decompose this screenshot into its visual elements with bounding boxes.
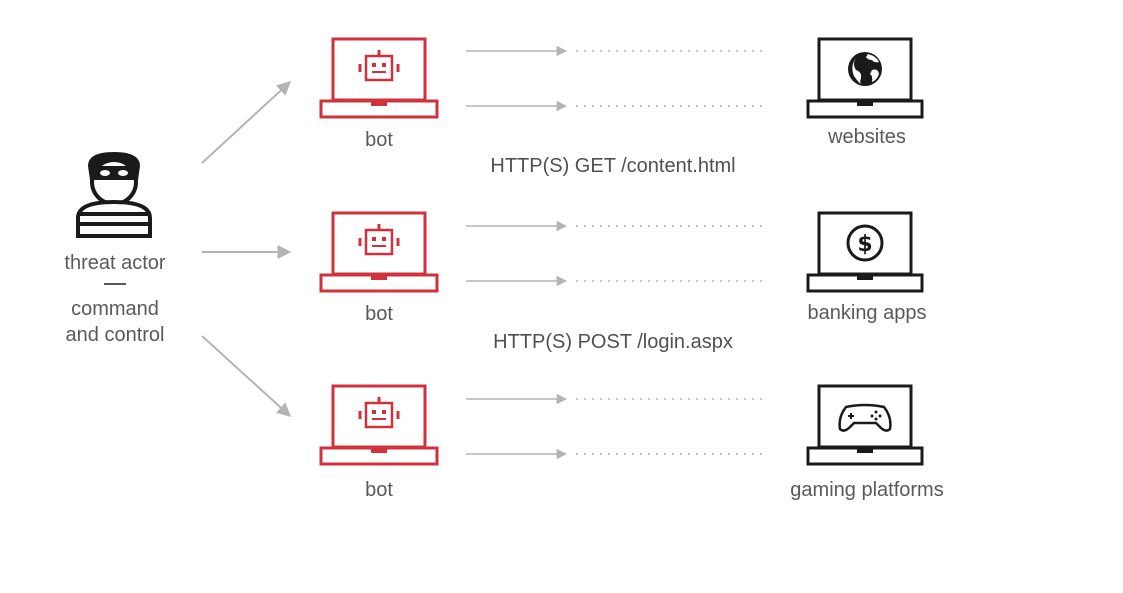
target-laptop-gaming <box>806 384 924 466</box>
bot-laptop-2 <box>319 211 439 293</box>
arrow-actor-to-bot-1 <box>201 81 292 164</box>
robot-icon <box>358 397 400 429</box>
bot-label-3: bot <box>365 479 393 501</box>
traffic-lines <box>466 45 762 460</box>
svg-text:$: $ <box>857 232 872 257</box>
label-divider <box>104 283 126 285</box>
dollar-icon: $ <box>846 224 884 262</box>
target-laptop-banking: $ <box>806 211 924 293</box>
target-laptop-websites <box>806 37 924 119</box>
bot-laptop-3 <box>319 384 439 466</box>
bot-label-1: bot <box>365 129 393 151</box>
target-label-websites: websites <box>828 126 906 148</box>
request-label-get: HTTP(S) GET /content.html <box>490 155 736 177</box>
bot-label-2: bot <box>365 303 393 325</box>
target-label-banking: banking apps <box>807 302 927 324</box>
target-label-gaming: gaming platforms <box>790 479 944 501</box>
robot-icon <box>358 50 400 82</box>
arrow-actor-to-bot-3 <box>201 335 292 417</box>
request-label-post: HTTP(S) POST /login.aspx <box>493 331 733 353</box>
threat-actor-title: threat actor <box>64 252 166 274</box>
bot-laptop-1 <box>319 37 439 119</box>
globe-icon <box>848 52 882 86</box>
masked-burglar-icon <box>76 152 152 238</box>
command-control-label: command and control <box>65 298 165 346</box>
threat-actor-label: threat actor command and control <box>40 250 190 348</box>
robot-icon <box>358 224 400 256</box>
gamepad-icon <box>838 403 892 432</box>
